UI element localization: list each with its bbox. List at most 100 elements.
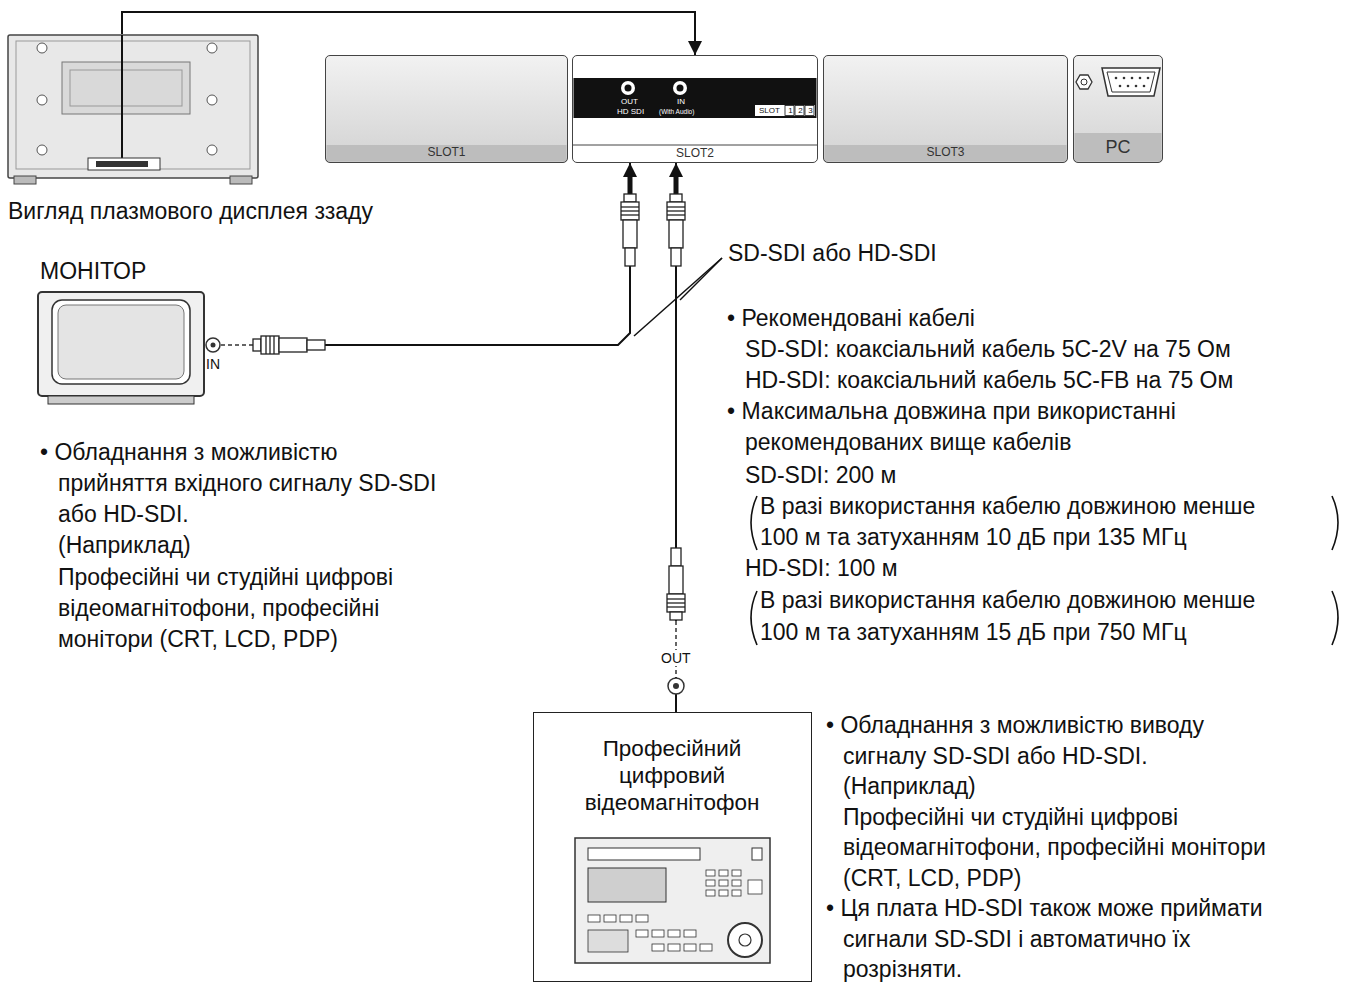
slot-number: 3	[806, 106, 815, 116]
bnc-plug	[621, 202, 639, 220]
slot-panel-fill	[1123, 77, 1126, 80]
bnc-plug	[279, 338, 307, 352]
vcr-illustration	[706, 880, 715, 886]
vcr-illustration	[668, 944, 680, 951]
monitor-illustration	[38, 292, 204, 396]
monitor-illustration	[48, 396, 194, 404]
display-illustration	[8, 35, 258, 184]
vcr-illustration	[752, 848, 762, 860]
note-line: відеомагнітофони, професійні монітори	[843, 834, 1266, 860]
vcr-illustration	[732, 880, 741, 886]
note-line: HD-SDI: 100 м	[745, 555, 898, 581]
slot-panel-fill	[677, 85, 684, 92]
note-line: В разі використання кабелю довжиною менш…	[760, 493, 1255, 519]
slot-panel-fill	[795, 106, 804, 116]
vcr-illustration	[636, 915, 648, 922]
vcr-jack	[671, 621, 681, 677]
display-illustration	[62, 62, 190, 114]
bracket	[1332, 496, 1338, 550]
bnc-plug	[667, 214, 685, 215]
cable-label: SD-SDI або HD-SDI	[728, 240, 937, 266]
vcr-illustration	[706, 870, 715, 876]
slot-number: 1	[786, 106, 795, 116]
note-line: (CRT, LCD, PDP)	[843, 865, 1022, 891]
bnc-plug	[624, 194, 636, 202]
display-illustration	[207, 145, 217, 155]
bnc-plug	[269, 336, 270, 354]
monitor-jack	[206, 338, 220, 352]
bnc-plug	[307, 340, 325, 350]
bnc-plug	[671, 248, 681, 266]
slot-panel-fill	[1143, 85, 1146, 88]
note-line: сигналу SD-SDI або HD-SDI.	[843, 743, 1148, 769]
slot-panel-fill	[573, 145, 817, 146]
vcr-illustration	[636, 930, 648, 937]
note-line: або HD-SDI.	[58, 501, 189, 527]
vcr-illustration	[700, 944, 712, 951]
slot-panel-fill	[1107, 72, 1155, 92]
vcr-illustration	[575, 838, 770, 963]
vcr-illustration	[668, 930, 680, 937]
note-line: • Обладнання з можливістю виводу	[826, 712, 1204, 738]
note-line: прийняття вхідного сигналу SD-SDI	[58, 470, 436, 496]
bnc-plug	[667, 594, 685, 612]
plug-arrow	[628, 172, 633, 194]
leader-line	[680, 258, 722, 300]
monitor-illustration	[58, 305, 184, 379]
leader-line	[634, 258, 722, 336]
bnc-plug	[669, 220, 683, 248]
slot-panel-fill	[325, 55, 568, 163]
slot-panel-fill	[325, 55, 1163, 163]
vcr-illustration	[748, 880, 762, 894]
bnc-plug	[261, 336, 279, 354]
monitor-jack	[221, 344, 253, 346]
leader-line	[634, 258, 722, 336]
port-label: IN	[206, 356, 220, 372]
pc-panel: PC	[1073, 55, 1163, 163]
note-line: Професійні чи студійні цифрові	[58, 564, 393, 590]
cable-connector	[208, 163, 630, 345]
hd-sdi-board: OUTINHD SDI(With Audio)SLOT123SLOT2	[572, 55, 818, 163]
slot-panel-fill	[1081, 79, 1087, 85]
note-line: Професійні чи студійні цифрові	[843, 804, 1178, 830]
slot-label: SLOT1	[326, 145, 567, 159]
display-illustration	[88, 158, 160, 170]
bnc-plug	[253, 339, 261, 351]
display-illustration	[37, 43, 47, 53]
bnc-plug	[667, 598, 685, 599]
vcr-illustration	[604, 915, 616, 922]
note-line: • Ця плата HD-SDI також може приймати	[826, 895, 1263, 921]
display-illustration	[70, 70, 182, 106]
display-rear-view: Вигляд плазмового дисплея ззаду	[6, 34, 430, 226]
note-line: • Рекомендовані кабелі	[727, 305, 975, 331]
vcr-illustration	[652, 944, 664, 951]
note-line: 100 м та затуханням 10 дБ при 135 МГц	[760, 524, 1187, 550]
bnc-plug	[669, 566, 683, 594]
monitor-jack	[206, 338, 253, 352]
bnc-plug	[667, 206, 685, 207]
vcr-illustration	[588, 848, 700, 860]
note-line: розрізняти.	[843, 956, 962, 982]
cable-connector	[122, 12, 695, 55]
bnc-plug	[667, 202, 685, 220]
slot-panel-fill	[1115, 77, 1118, 80]
bnc-plug	[273, 336, 274, 354]
slot-label: SLOT2	[573, 146, 817, 160]
slot-panel-fill	[572, 55, 818, 163]
display-illustration	[8, 35, 258, 178]
bnc-plug	[667, 210, 685, 211]
slot-panel-fill	[1135, 85, 1138, 88]
port-label: OUT	[661, 650, 691, 666]
note-line: (Наприклад)	[843, 773, 976, 799]
slot-panel-fill	[1147, 77, 1150, 80]
slot-panel-fill	[823, 55, 1068, 163]
vcr-illustration	[719, 870, 728, 876]
slot-panel-fill	[625, 85, 632, 92]
slot-panel-fill	[673, 81, 687, 95]
bnc-plug	[625, 248, 635, 266]
bnc-plug	[670, 612, 682, 620]
note-line: монітори (CRT, LCD, PDP)	[58, 626, 338, 652]
bnc-plug	[670, 194, 682, 202]
bnc-plug	[623, 220, 637, 248]
